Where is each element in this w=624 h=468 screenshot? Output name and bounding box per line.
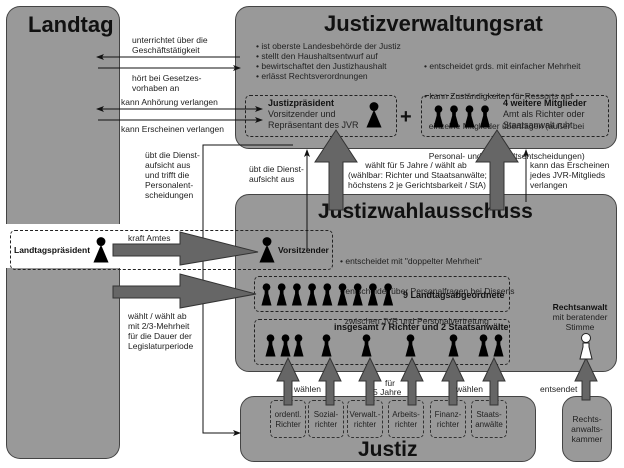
judges-label: insgesamt 7 Richter und 2 Staatsanwälte xyxy=(334,322,509,332)
jwa-title: Justizwahlausschuss xyxy=(318,200,533,223)
label-fuer: für xyxy=(385,378,395,388)
justiz-title: Justiz xyxy=(358,438,418,461)
justiz-group-label: Verwalt.-richter xyxy=(349,410,381,429)
plus-sign: + xyxy=(400,106,412,128)
landtag-box-bottom xyxy=(6,268,120,459)
label-anhoerung: kann Anhörung verlangen xyxy=(121,97,218,107)
label-erscheinen: kann Erscheinen verlangen xyxy=(121,124,225,134)
label-5-jahre: 5 Jahre xyxy=(373,387,402,397)
label-waehlt-jvr: wählt für 5 Jahre / wählt ab (wählbar: R… xyxy=(348,160,487,190)
jwa-chair-label: Vorsitzender xyxy=(278,245,329,255)
justiz-group-label: ordentl.Richter xyxy=(274,410,302,429)
justizpraesident-text: Justizpräsident Vorsitzender und Repräse… xyxy=(268,98,359,130)
label-dienstaufsicht-mid: übt die Dienst- aufsicht aus xyxy=(249,164,304,184)
landtag-title: Landtag xyxy=(28,12,114,37)
mps-label: 9 Landtagsabgeordnete xyxy=(403,290,505,300)
jvr-bullets-left: • ist oberste Landesbehörde der Justiz •… xyxy=(256,41,401,81)
lawyer-text: Rechtsanwalt mit beratender Stimme xyxy=(552,302,608,332)
label-waehlen-right: wählen xyxy=(456,384,483,394)
justiz-group-label: Finanz-richter xyxy=(434,410,462,429)
landtagspraesident-label: Landtagspräsident xyxy=(14,245,91,255)
justiz-group-label: Arbeits-richter xyxy=(392,410,420,429)
label-entsendet: entsendet xyxy=(540,384,578,394)
label-unterrichtet: unterrichtet über die Geschäftstätigkeit xyxy=(132,35,208,55)
jwa-bullets: • entscheidet mit "doppelter Mehrheit" •… xyxy=(340,256,515,326)
landtag-box-lower xyxy=(6,123,120,224)
jvr-box xyxy=(235,6,617,149)
label-hoert-an: hört bei Gesetzes- vorhaben an xyxy=(132,73,202,93)
justiz-group-label: Staats-anwälte xyxy=(475,410,503,429)
label-waehlt-landtag: wählt / wählt ab mit 2/3-Mehrheit für di… xyxy=(128,311,194,351)
label-erscheinen-jvr: kann das Erscheinen jedes JVR-Mitglieds … xyxy=(530,160,610,190)
label-waehlen-left: wählen xyxy=(294,384,321,394)
landtag-box xyxy=(6,6,120,124)
chair-group xyxy=(10,230,333,270)
jvr-title: Justizverwaltungsrat xyxy=(324,11,543,36)
label-kraft-amtes: kraft Amtes xyxy=(128,233,171,243)
members-text: 4 weitere Mitglieder Amt als Richter ode… xyxy=(503,98,587,130)
justiz-group-label: Sozial-richter xyxy=(313,410,339,429)
kammer-text: Rechts- anwalts- kammer xyxy=(571,414,603,444)
kammer-box xyxy=(562,396,612,462)
label-dienstaufsicht-left: übt die Dienst- aufsicht aus und trifft … xyxy=(145,150,200,200)
